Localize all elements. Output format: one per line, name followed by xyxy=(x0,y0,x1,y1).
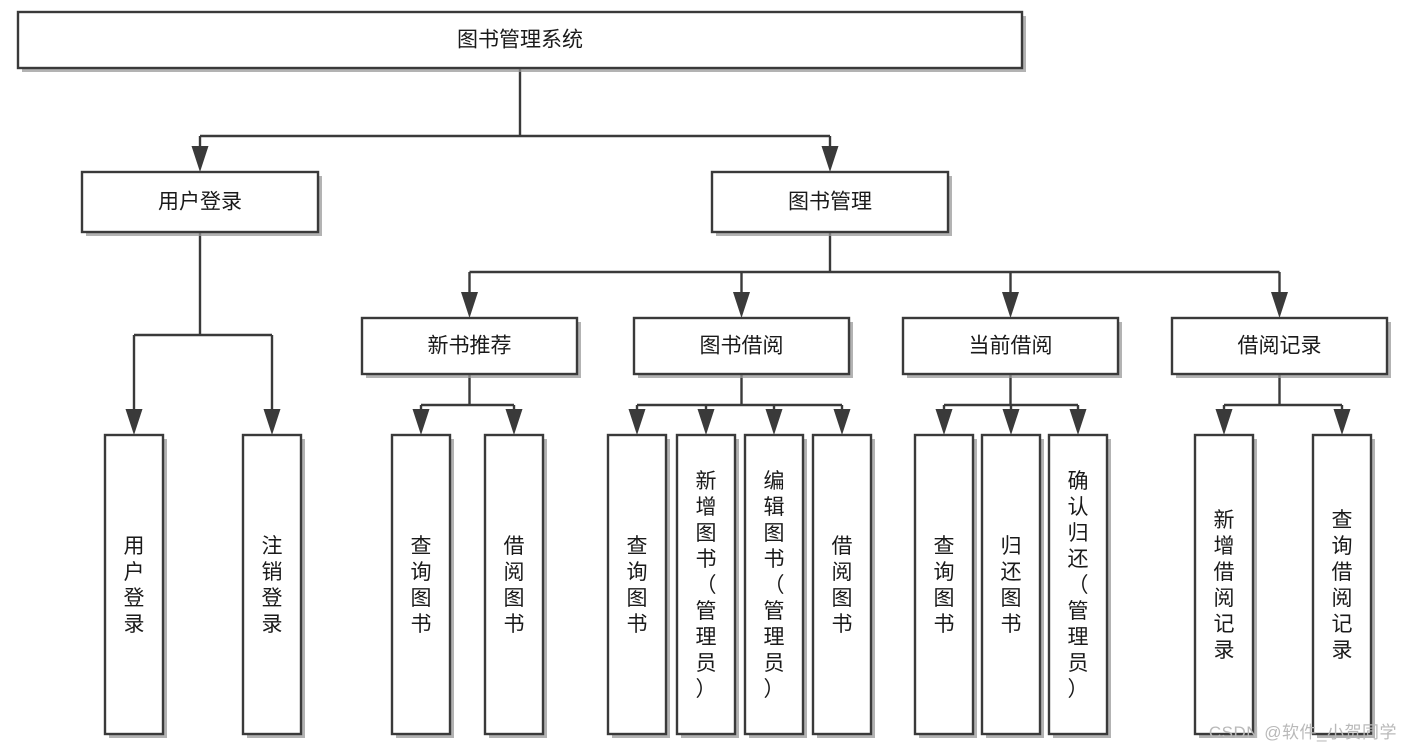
node-label: 确认归还（管理员） xyxy=(1068,470,1089,701)
node-leaf-add-record[interactable]: 新增借阅记录 xyxy=(1193,433,1257,738)
node-rect[interactable] xyxy=(710,170,950,234)
node-rect[interactable] xyxy=(632,316,851,376)
arrow-head-icon xyxy=(1069,409,1087,435)
node-rect[interactable] xyxy=(80,170,320,234)
node-label: 编辑图书（管理员） xyxy=(764,470,785,701)
node-label: 查询借阅记录 xyxy=(1332,509,1353,662)
edge-group-borrowrecord-to-leaves xyxy=(1215,374,1351,435)
node-rect[interactable] xyxy=(675,433,737,736)
node-rect[interactable] xyxy=(1193,433,1255,736)
node-label: 用户登录 xyxy=(158,191,242,214)
arrow-head-icon xyxy=(765,409,783,435)
edge-group-bookborrow-to-leaves xyxy=(628,374,851,435)
node-leaf-logout[interactable]: 注销登录 xyxy=(241,433,305,738)
arrow-head-icon xyxy=(733,292,750,318)
node-label: 查询图书 xyxy=(411,535,432,636)
node-rect[interactable] xyxy=(103,433,165,736)
arrow-head-icon xyxy=(191,146,209,172)
node-rect[interactable] xyxy=(913,433,975,736)
arrow-head-icon xyxy=(821,146,839,172)
arrow-head-icon xyxy=(263,409,281,435)
node-rect[interactable] xyxy=(390,433,452,736)
node-label: 图书借阅 xyxy=(700,335,784,358)
node-rect[interactable] xyxy=(901,316,1120,376)
arrow-head-icon xyxy=(628,409,646,435)
node-label: 查询图书 xyxy=(934,535,955,636)
edge-group-userlogin-to-leaves xyxy=(125,232,281,435)
arrow-head-icon xyxy=(1215,409,1233,435)
node-label: 新书推荐 xyxy=(428,335,512,358)
node-leaf-edit-book[interactable]: 编辑图书（管理员） xyxy=(743,433,807,738)
node-rect[interactable] xyxy=(483,433,545,736)
arrow-head-icon xyxy=(697,409,715,435)
node-label: 用户登录 xyxy=(124,535,145,636)
node-book-manage[interactable]: 图书管理 xyxy=(710,170,952,236)
node-new-book-recommend[interactable]: 新书推荐 xyxy=(360,316,581,378)
arrow-head-icon xyxy=(412,409,430,435)
node-rect[interactable] xyxy=(743,433,805,736)
node-leaf-borrow-book-2[interactable]: 借阅图书 xyxy=(811,433,875,738)
arrow-head-icon xyxy=(1002,409,1020,435)
arrow-head-icon xyxy=(125,409,143,435)
node-rect[interactable] xyxy=(1170,316,1389,376)
node-leaf-borrow-book-1[interactable]: 借阅图书 xyxy=(483,433,547,738)
node-leaf-query-book-2[interactable]: 查询图书 xyxy=(606,433,670,738)
node-leaf-query-book-1[interactable]: 查询图书 xyxy=(390,433,454,738)
node-root[interactable]: 图书管理系统 xyxy=(16,10,1026,72)
node-label: 图书管理系统 xyxy=(457,29,583,52)
node-rect[interactable] xyxy=(16,10,1024,70)
node-current-borrow[interactable]: 当前借阅 xyxy=(901,316,1122,378)
arrow-head-icon xyxy=(935,409,953,435)
node-label: 归还图书 xyxy=(1001,535,1022,636)
node-rect[interactable] xyxy=(1047,433,1109,736)
node-rect[interactable] xyxy=(606,433,668,736)
node-label: 图书管理 xyxy=(788,191,872,214)
edges-layer xyxy=(125,68,1351,435)
watermark-csdn: CSDN @软件_小贺同学 xyxy=(1208,723,1397,742)
node-leaf-user-login[interactable]: 用户登录 xyxy=(103,433,167,738)
edge-group-newbook-to-leaves xyxy=(412,374,523,435)
edge-group-currentborrow-to-leaves xyxy=(935,374,1087,435)
node-rect[interactable] xyxy=(241,433,303,736)
node-leaf-query-record[interactable]: 查询借阅记录 xyxy=(1311,433,1375,738)
node-book-borrow[interactable]: 图书借阅 xyxy=(632,316,853,378)
nodes-layer: 图书管理系统用户登录图书管理新书推荐图书借阅当前借阅借阅记录用户登录注销登录查询… xyxy=(16,10,1391,738)
node-borrow-record[interactable]: 借阅记录 xyxy=(1170,316,1391,378)
node-leaf-confirm-return[interactable]: 确认归还（管理员） xyxy=(1047,433,1111,738)
node-label: 查询图书 xyxy=(627,535,648,636)
edge-group-root-to-level1 xyxy=(191,68,839,172)
node-leaf-return-book[interactable]: 归还图书 xyxy=(980,433,1044,738)
arrow-head-icon xyxy=(1333,409,1351,435)
node-label: 新增借阅记录 xyxy=(1214,509,1235,662)
node-leaf-query-book-3[interactable]: 查询图书 xyxy=(913,433,977,738)
node-leaf-add-book[interactable]: 新增图书（管理员） xyxy=(675,433,739,738)
node-rect[interactable] xyxy=(811,433,873,736)
node-label: 借阅记录 xyxy=(1238,335,1322,358)
node-label: 新增图书（管理员） xyxy=(696,470,717,701)
node-rect[interactable] xyxy=(360,316,579,376)
node-label: 注销登录 xyxy=(262,535,283,636)
arrow-head-icon xyxy=(1002,292,1019,318)
node-label: 当前借阅 xyxy=(969,335,1053,358)
node-user-login[interactable]: 用户登录 xyxy=(80,170,322,236)
node-label: 借阅图书 xyxy=(504,535,525,636)
arrow-head-icon xyxy=(461,292,478,318)
node-rect[interactable] xyxy=(1311,433,1373,736)
node-rect[interactable] xyxy=(980,433,1042,736)
node-label: 借阅图书 xyxy=(832,535,853,636)
arrow-head-icon xyxy=(1271,292,1288,318)
edge-group-bookmanage-to-level2 xyxy=(461,232,1288,318)
arrow-head-icon xyxy=(833,409,851,435)
arrow-head-icon xyxy=(505,409,523,435)
